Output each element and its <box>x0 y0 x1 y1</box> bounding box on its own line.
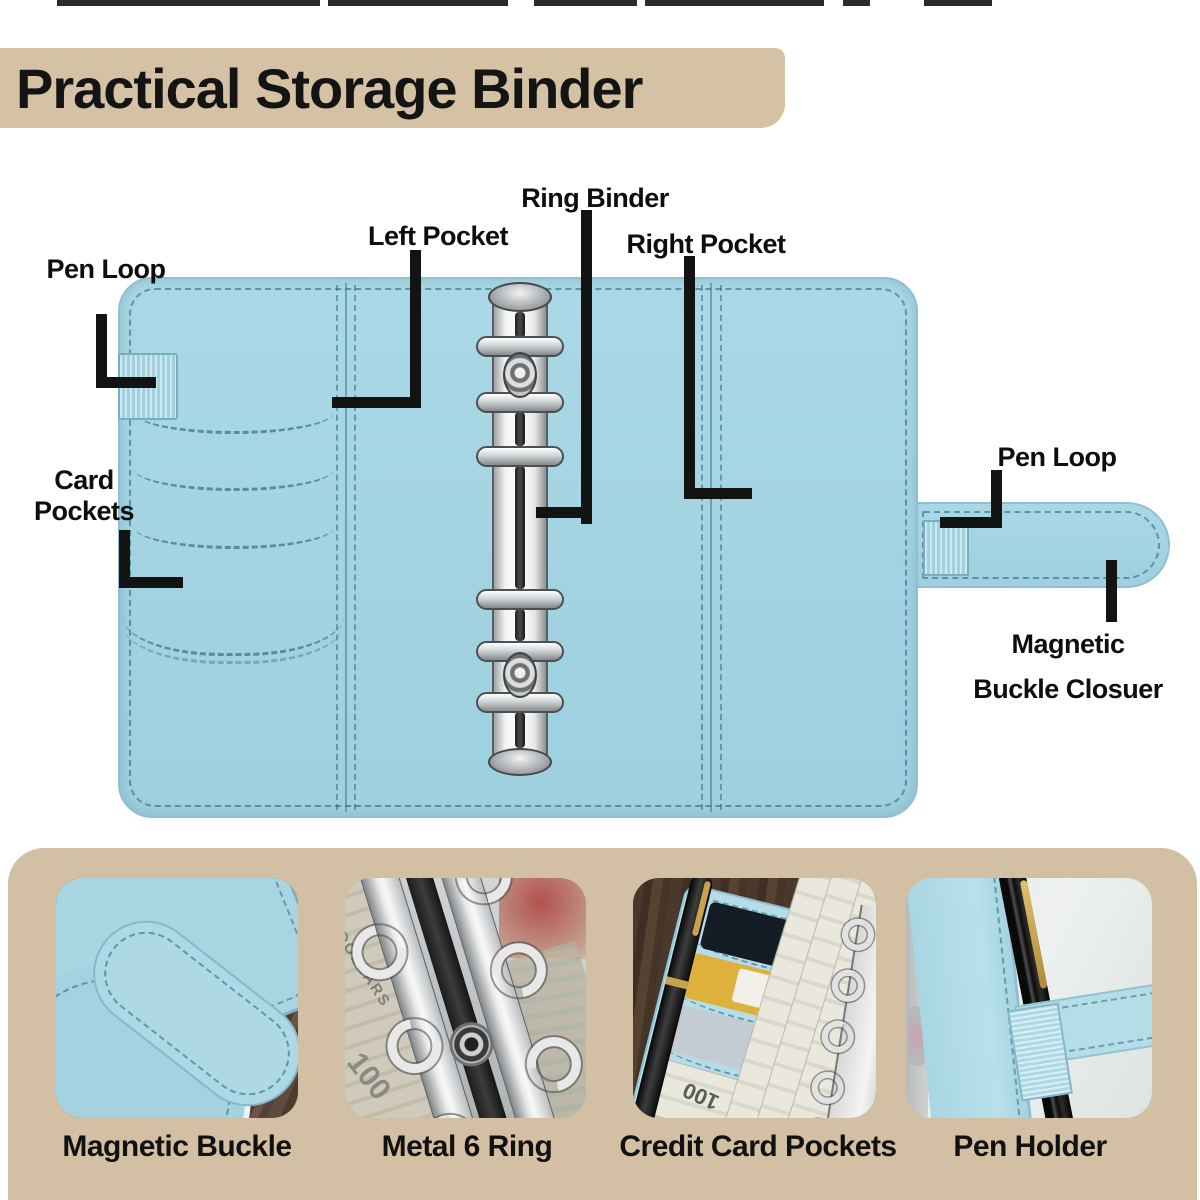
label-card-pockets-line2: Pockets <box>33 496 135 526</box>
label-right-pocket: Right Pocket <box>626 229 786 259</box>
cropped-text-remnant <box>924 0 992 6</box>
mechanism-rod <box>515 412 525 446</box>
cropped-text-remnant <box>534 0 637 6</box>
pen-loop-elastic-right <box>923 520 969 576</box>
connector-card-pockets-v <box>119 530 130 588</box>
photo-credit-card-pockets: VISA VISA VISA 100 <box>633 878 876 1118</box>
connector-pen-loop-left-v <box>96 314 107 388</box>
label-left-pocket: Left Pocket <box>367 221 509 251</box>
right-pocket-seam <box>710 283 712 812</box>
photo-pen-holder <box>906 878 1152 1118</box>
right-seam-stitch <box>701 285 703 810</box>
magnetic-buckle-strap <box>916 502 1170 588</box>
cropped-text-remnant <box>645 0 824 6</box>
mechanism-rod <box>515 712 525 748</box>
caption-metal-6-ring: Metal 6 Ring <box>381 1130 553 1163</box>
card-pocket-stitch <box>134 405 334 434</box>
ring-binder-mechanism <box>476 282 564 780</box>
caption-credit-card-pockets: Credit Card Pockets <box>619 1130 897 1163</box>
slash-pocket-stitch <box>122 597 344 656</box>
feature-band: Magnetic Buckle DOLLARS 100 <box>8 848 1197 1200</box>
label-magnetic-buckle-closuer: Magnetic Buckle Closuer <box>952 629 1184 704</box>
cropped-text-remnant <box>57 0 320 6</box>
mechanism-top-cap <box>488 282 552 312</box>
label-pen-loop-left: Pen Loop <box>46 254 167 284</box>
pen-gold-band <box>665 976 689 990</box>
label-magnetic-line2: Buckle Closuer <box>973 674 1163 704</box>
left-seam-stitch <box>336 285 338 810</box>
bill-denomination: 100 <box>678 1077 723 1116</box>
connector-right-pocket-h <box>684 488 752 499</box>
connector-ring-binder-v <box>581 210 592 524</box>
binder-ring-3 <box>476 446 564 467</box>
connector-magnetic-buckle-v <box>1106 560 1117 622</box>
caption-magnetic-buckle: Magnetic Buckle <box>62 1130 292 1163</box>
right-seam-stitch <box>720 285 722 810</box>
label-ring-binder: Ring Binder <box>521 183 669 213</box>
left-fold-seam <box>345 283 347 812</box>
connector-pen-loop-right-h <box>940 517 1002 528</box>
label-card-pockets: Card Pockets <box>14 465 154 527</box>
card-pocket-stitch <box>134 462 334 491</box>
connector-left-pocket-v <box>410 250 421 408</box>
connector-pen-loop-left-h <box>96 377 156 388</box>
page-title: Practical Storage Binder <box>16 56 643 120</box>
photo-magnetic-buckle <box>56 878 298 1118</box>
connector-right-pocket-v <box>684 256 695 499</box>
cropped-text-remnant <box>328 0 508 6</box>
caption-pen-holder: Pen Holder <box>953 1130 1107 1163</box>
mechanism-rivet-bottom <box>503 652 537 698</box>
mechanism-rod <box>515 609 525 641</box>
slash-pocket-stitch <box>122 605 344 664</box>
cropped-text-remnant <box>843 0 870 6</box>
connector-pen-loop-right-v <box>991 470 1002 528</box>
left-seam-stitch <box>354 285 356 810</box>
mechanism-rod <box>515 312 525 338</box>
connector-ring-binder-h <box>536 507 592 518</box>
binder-ring-4 <box>476 589 564 610</box>
mechanism-bottom-cap <box>488 748 552 776</box>
mechanism-rod <box>515 466 525 589</box>
connector-card-pockets-h <box>119 577 183 588</box>
label-pen-loop-right: Pen Loop <box>997 442 1118 472</box>
photo-metal-6-ring: DOLLARS 100 <box>345 878 586 1118</box>
card-pocket-stitch <box>134 520 334 549</box>
label-card-pockets-line1: Card <box>54 465 114 495</box>
label-magnetic-line1: Magnetic <box>1011 629 1125 659</box>
mechanism-rivet-top <box>503 352 537 398</box>
title-banner: Practical Storage Binder <box>0 48 785 128</box>
connector-left-pocket-h <box>332 397 421 408</box>
